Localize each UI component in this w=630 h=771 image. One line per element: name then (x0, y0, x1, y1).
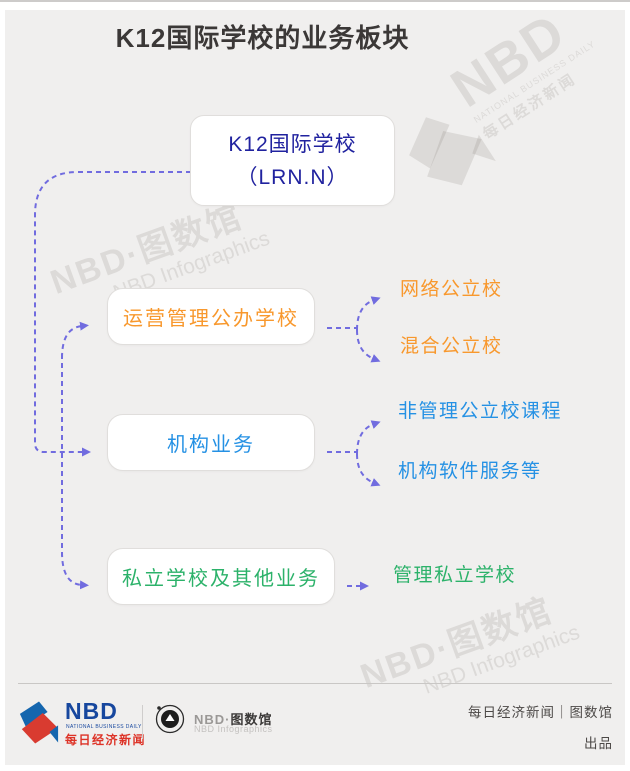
leaf-managed-private: 管理私立学校 (393, 565, 517, 586)
nbd-logo-icon (19, 701, 59, 744)
footer-credit-line1: 每日经济新闻｜图数馆 (468, 705, 613, 720)
footer-brand-prefix: NBD· (194, 712, 231, 727)
footer-nbd-tagline: NATIONAL BUSINESS DAILY (66, 724, 142, 730)
top-border-line (0, 0, 630, 2)
footer-vertical-divider (142, 705, 143, 739)
root-label-line1: K12国际学校 (228, 132, 357, 156)
root-label-line2: （LRN.N） (236, 165, 349, 189)
footer-nbd-text: NBD (65, 698, 118, 724)
footer-divider (18, 683, 612, 684)
leaf-blended-public: 混合公立校 (400, 336, 503, 357)
footer-credit-line2: 出品 (584, 736, 613, 751)
node-branch-private-other: 私立学校及其他业务 (107, 548, 335, 605)
footer-brand: NBD·图数馆 (194, 709, 273, 728)
branch-label: 机构业务 (167, 434, 255, 456)
branch-label: 私立学校及其他业务 (122, 568, 320, 590)
node-root: K12国际学校 （LRN.N） (190, 115, 395, 206)
infographics-circle-logo-icon (155, 704, 185, 734)
footer-brand-cn: 图数馆 (230, 712, 273, 727)
footer-credit: 每日经济新闻｜图数馆 出品 (468, 701, 613, 752)
leaf-software-services: 机构软件服务等 (398, 461, 542, 482)
branch-label: 运营管理公办学校 (123, 308, 299, 330)
footer-brand-en: NBD Infographics (194, 724, 273, 734)
leaf-online-public: 网络公立校 (400, 279, 503, 300)
node-branch-institutional: 机构业务 (107, 414, 315, 471)
node-branch-public-schools: 运营管理公办学校 (107, 288, 315, 345)
leaf-nonmanaged-courses: 非管理公立校课程 (398, 401, 563, 422)
page-title: K12国际学校的业务板块 (115, 23, 410, 53)
footer-nbd-chinese: 每日经济新闻 (65, 733, 147, 747)
